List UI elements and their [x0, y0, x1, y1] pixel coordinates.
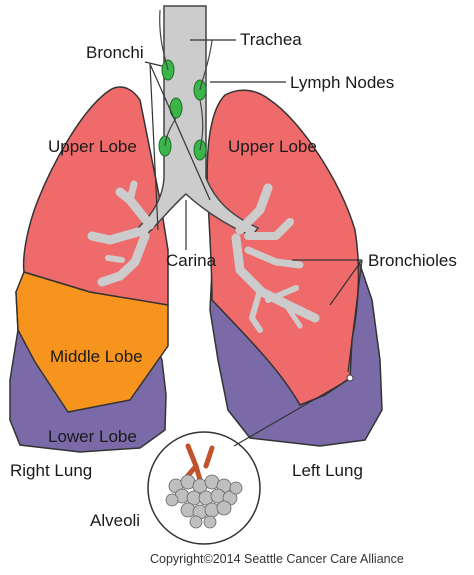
right-upper-lobe [22, 86, 169, 306]
lymph-vessels [159, 9, 213, 151]
label-trachea: Trachea [240, 30, 302, 49]
label-upper-lobe-right: Upper Lobe [48, 137, 137, 156]
label-lower-lobe: Lower Lobe [48, 427, 137, 446]
left-bronchi-tree [231, 183, 320, 333]
label-lymph-nodes: Lymph Nodes [290, 73, 395, 92]
label-bronchi: Bronchi [86, 43, 144, 62]
label-alveoli: Alveoli [90, 511, 141, 530]
alveoli-zoom-dot [346, 374, 354, 382]
label-bronchioles: Bronchioles [368, 251, 457, 270]
label-left-lung: Left Lung [292, 461, 363, 480]
right-bronchi-tree [87, 180, 155, 287]
label-middle-lobe: Middle Lobe [50, 347, 143, 366]
copyright-text: Copyright©2014 Seattle Cancer Care Allia… [150, 552, 404, 566]
leader-lines [144, 39, 363, 447]
alveoli-cluster [165, 474, 243, 529]
label-upper-lobe-left: Upper Lobe [228, 137, 317, 156]
label-carina: Carina [166, 251, 217, 270]
label-right-lung: Right Lung [10, 461, 93, 480]
